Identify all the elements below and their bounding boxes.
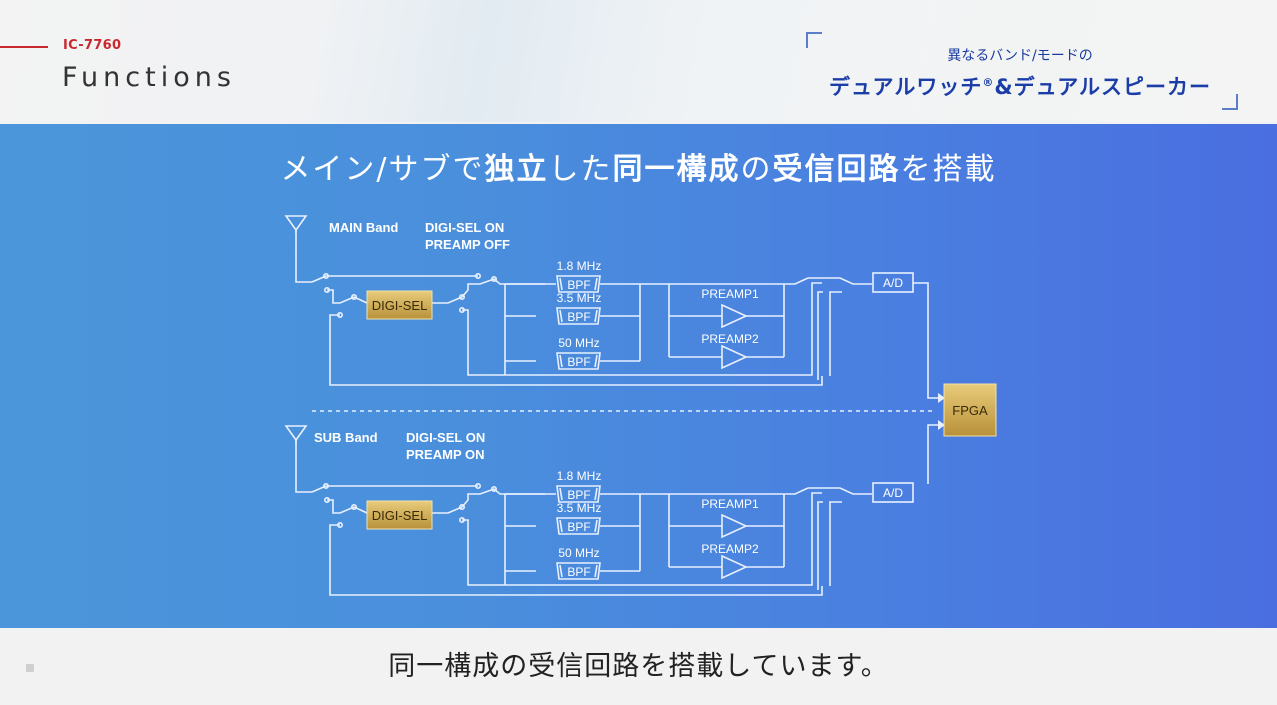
main-to-fpga [913, 282, 938, 399]
bpf-label: BPF [567, 278, 590, 292]
arrow-icon [938, 420, 945, 430]
bpf-label: BPF [567, 355, 590, 369]
main-ad-label: A/D [883, 276, 903, 290]
fpga-box [943, 383, 997, 437]
tagline-main-part2: &デュアルスピーカー [994, 75, 1212, 99]
bpf-freq: 50 MHz [558, 336, 599, 350]
bpf-bus [504, 283, 669, 375]
main-status-line2: PREAMP OFF [425, 237, 510, 252]
panel-headline: メイン/サブで独立した同一構成の受信回路を搭載 [0, 144, 1277, 188]
tagline-main-part1: デュアルワッチ [828, 75, 983, 99]
tagline-sub: 異なるバンド/モードの [947, 48, 1093, 64]
page-indicator [26, 664, 34, 672]
preamp2-icon [721, 344, 748, 370]
headline-part-bold: 同一構成 [612, 152, 741, 187]
preamp2-label: PREAMP2 [701, 332, 759, 346]
sub-to-fpga [927, 424, 938, 484]
preamp-bus [668, 277, 872, 380]
main-band-label: MAIN Band [329, 220, 398, 235]
bpf-label: BPF [567, 520, 590, 534]
tagline-main: デュアルワッチ®&デュアルスピーカー [800, 71, 1240, 101]
preamp2-label: PREAMP2 [701, 542, 759, 556]
diagram-panel [0, 124, 1277, 628]
headline-part: を搭載 [900, 152, 997, 187]
bpf-bus [504, 493, 669, 585]
headline-part: の [740, 152, 773, 187]
sub-ad-box [872, 482, 914, 503]
bpf-freq: 3.5 MHz [557, 291, 602, 305]
section-title: Functions [62, 62, 236, 93]
headline-part-bold: 受信回路 [772, 152, 901, 187]
bpf-freq: 3.5 MHz [557, 501, 602, 515]
headline-part-bold: 独立 [484, 152, 549, 187]
open-bracket-icon [806, 32, 822, 48]
model-name: IC-7760 [63, 38, 122, 53]
main-digisel-label: DIGI-SEL [372, 298, 428, 313]
headline-part: した [548, 152, 613, 187]
sub-ad-label: A/D [883, 486, 903, 500]
main-band-chain: MAIN Band DIGI-SEL ON PREAMP OFF DIGI-SE… [284, 215, 945, 403]
registered-mark: ® [982, 76, 995, 89]
fpga-label: FPGA [952, 403, 988, 418]
bpf-label: BPF [567, 565, 590, 579]
main-digisel-box [366, 290, 433, 320]
accent-line [0, 46, 48, 48]
preamp1-label: PREAMP1 [701, 287, 759, 301]
header: IC-7760 Functions 異なるバンド/モードの デュアルワッチ®&デ… [0, 0, 1277, 122]
preamp2-icon [721, 554, 748, 580]
headline-part: メイン/サブで [280, 152, 485, 187]
sub-band-chain: SUB Band DIGI-SEL ON PREAMP ON DIGI-SEL 1.8 … [284, 425, 914, 596]
preamp1-icon [721, 303, 748, 329]
bpf-freq: 50 MHz [558, 546, 599, 560]
preamp-bus [668, 487, 872, 590]
sub-digisel-label: DIGI-SEL [372, 508, 428, 523]
bpf-label: BPF [567, 310, 590, 324]
preamp1-icon [721, 513, 748, 539]
sub-status-line1: DIGI-SEL ON [406, 430, 485, 445]
main-status-line1: DIGI-SEL ON [425, 220, 504, 235]
close-bracket-icon [1222, 94, 1238, 110]
bpf-label: BPF [567, 488, 590, 502]
sub-status-line2: PREAMP ON [406, 447, 485, 462]
sub-band-label: SUB Band [314, 430, 378, 445]
sub-digisel-box [366, 500, 433, 530]
bpf-freq: 1.8 MHz [557, 469, 602, 483]
arrow-icon [938, 393, 945, 403]
preamp1-label: PREAMP1 [701, 497, 759, 511]
subtitle-caption: 同一構成の受信回路を搭載しています。 [388, 651, 889, 682]
bpf-freq: 1.8 MHz [557, 259, 602, 273]
